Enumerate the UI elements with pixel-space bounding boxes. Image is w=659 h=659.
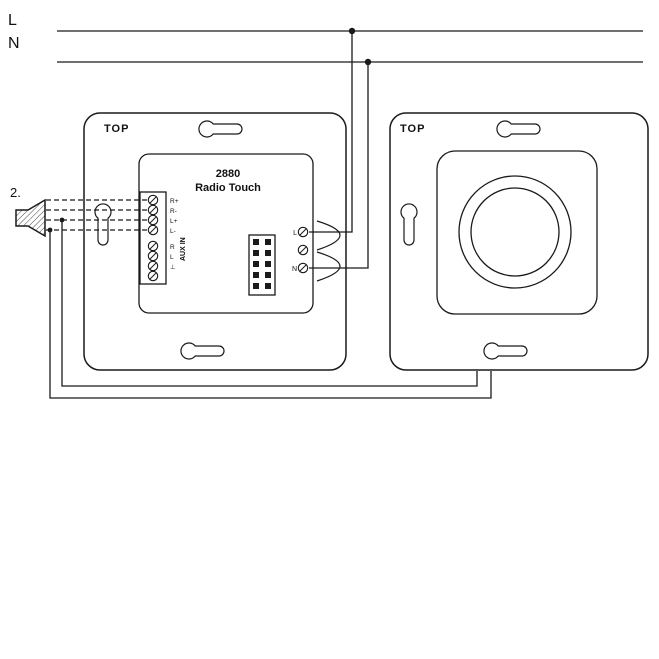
aux-pin-l: L — [170, 254, 174, 261]
header-pin — [265, 250, 271, 256]
pin-header-outline — [248, 234, 276, 296]
header-pin — [265, 272, 271, 278]
speaker-opening-inner — [470, 187, 560, 277]
loop-junction-dot — [47, 227, 53, 233]
mains-terminal-label-l: L — [293, 230, 297, 237]
header-pin — [253, 272, 259, 278]
header-pin — [253, 250, 259, 256]
screw-slot — [149, 262, 157, 270]
header-pin — [265, 239, 271, 245]
screw-slot — [149, 206, 157, 214]
screw-slot — [149, 272, 157, 280]
speaker-bottom-keyhole — [483, 342, 528, 360]
screw-slot — [149, 196, 157, 204]
speaker-left-keyhole — [400, 203, 418, 246]
mounting-claw — [316, 220, 341, 282]
header-pin — [253, 239, 259, 245]
header-pin — [265, 283, 271, 289]
speaker-insert-top-label: TOP — [400, 123, 425, 135]
screw-slot — [299, 228, 307, 236]
step-label: 2. — [10, 185, 21, 200]
header-pin — [253, 261, 259, 267]
terminal-label-l-minus: L- — [170, 228, 176, 235]
header-pin — [265, 261, 271, 267]
radio-insert-top-label: TOP — [104, 123, 129, 135]
speaker-top-keyhole — [496, 120, 541, 138]
speaker-loop-wire-inner — [61, 220, 478, 387]
radio-bottom-keyhole — [180, 342, 225, 360]
aux-pin-gnd: ⊥ — [170, 264, 176, 271]
speaker-icon — [15, 198, 46, 238]
radio-model: 2880 — [216, 168, 240, 180]
wiring — [47, 31, 492, 399]
speaker-insert-plate: TOP — [389, 112, 649, 371]
screw-slot — [299, 246, 307, 254]
mains-terminal-label-n: N — [292, 266, 297, 273]
l-line-label: L — [8, 12, 17, 29]
terminal-label-l-plus: L+ — [170, 218, 178, 225]
pin-header — [248, 234, 276, 296]
screw-slot — [149, 242, 157, 250]
radio-product-name: Radio Touch — [195, 182, 261, 194]
radio-left-keyhole — [94, 203, 112, 246]
loop-junction-dot — [59, 217, 65, 223]
screw-slot — [299, 264, 307, 272]
speaker-loop-wire-outer — [49, 230, 492, 399]
screw-slot — [149, 226, 157, 234]
terminal-label-r-plus: R+ — [170, 198, 179, 205]
n-line-label: N — [8, 35, 20, 52]
aux-in-label: AUX IN — [180, 237, 187, 261]
terminal-block: R+ R- L+ L- R L ⊥ AUX IN — [139, 191, 187, 285]
screw-slot — [149, 252, 157, 260]
l-feed-wire — [309, 31, 353, 233]
terminal-label-r-minus: R- — [170, 208, 177, 215]
aux-pin-r: R — [170, 244, 175, 251]
n-feed-wire — [309, 62, 369, 269]
screw-slot — [149, 216, 157, 224]
header-pin — [253, 283, 259, 289]
mains-bus: L N — [8, 12, 643, 66]
radio-insert-plate: TOP 2880 Radio Touch R+ R- L+ L- R L ⊥ A… — [83, 112, 347, 371]
radio-top-keyhole — [198, 120, 243, 138]
mains-terminals: L N — [292, 220, 341, 282]
